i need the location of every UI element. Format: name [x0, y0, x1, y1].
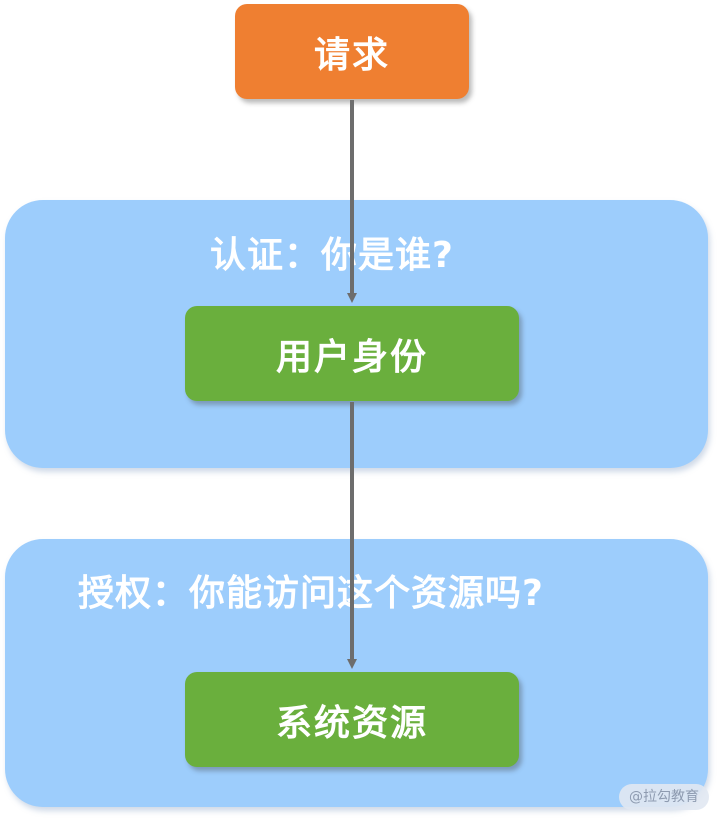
system-resource-node: 系统资源 [185, 672, 519, 767]
authorization-title: 授权：你能访问这个资源吗? [78, 573, 544, 614]
authentication-title: 认证：你是谁? [210, 235, 454, 276]
request-label: 请求 [313, 34, 390, 76]
user-identity-label: 用户身份 [275, 336, 428, 378]
system-resource-label: 系统资源 [275, 702, 428, 744]
user-identity-node: 用户身份 [185, 306, 519, 401]
request-node: 请求 [235, 4, 469, 99]
watermark: @拉勾教育 [619, 784, 709, 810]
